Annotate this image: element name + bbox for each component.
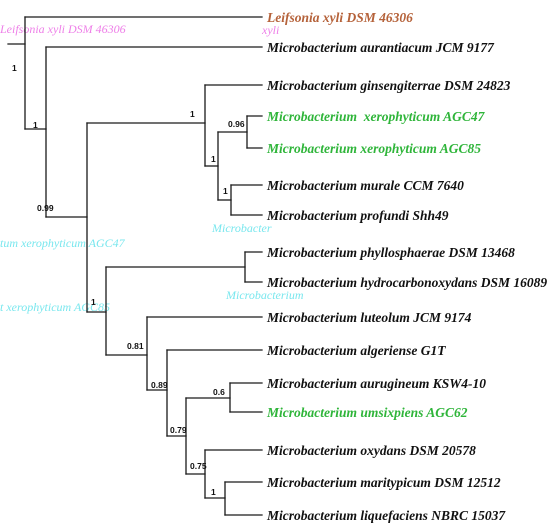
bootstrap-support-value: 1	[33, 120, 38, 130]
ghost-label: Microbacterium	[225, 288, 304, 302]
bootstrap-support-value: 0.99	[37, 203, 54, 213]
bootstrap-support-value: 1	[190, 109, 195, 119]
ghost-label: Microbacter	[211, 221, 272, 235]
bootstrap-support-value: 0.81	[127, 341, 144, 351]
ghost-label: tum xerophyticum AGC47	[0, 236, 126, 250]
highlighted-taxon-label: Microbacterium xerophyticum AGC47	[266, 109, 486, 124]
taxon-label: Microbacterium maritypicum DSM 12512	[266, 475, 501, 490]
taxon-label: Microbacterium phyllosphaerae DSM 13468	[266, 245, 515, 260]
highlighted-taxon-label: Microbacterium umsixpiens AGC62	[266, 405, 468, 420]
taxon-label: Microbacterium liquefaciens NBRC 15037	[266, 508, 506, 523]
bootstrap-support-value: 0.96	[228, 119, 245, 129]
ghost-label: Leifsonia xyli DSM 46306	[0, 22, 126, 36]
outgroup-taxon-label: Leifsonia xyli DSM 46306	[266, 10, 413, 25]
taxon-label: Microbacterium algeriense G1T	[266, 343, 446, 358]
taxon-label: Microbacterium aurugineum KSW4-10	[266, 376, 486, 391]
bootstrap-support-value: 0.89	[151, 380, 168, 390]
highlighted-taxon-label: Microbacterium xerophyticum AGC85	[266, 141, 481, 156]
taxon-label: Microbacterium hydrocarbonoxydans DSM 16…	[266, 275, 547, 290]
taxon-label: Microbacterium murale CCM 7640	[266, 178, 464, 193]
ghost-label: xyli	[261, 23, 279, 37]
bootstrap-support-value: 0.79	[170, 425, 187, 435]
bootstrap-support-value: 0.6	[213, 387, 225, 397]
branch-layer	[7, 16, 263, 516]
bootstrap-support-value: 1	[211, 154, 216, 164]
ghost-text-layer: Leifsonia xyli DSM 46306 xyli tum xerophyt…	[0, 22, 304, 314]
taxon-label: Microbacterium oxydans DSM 20578	[266, 443, 476, 458]
bootstrap-support-value: 1	[12, 63, 17, 73]
bootstrap-support-value: 1	[223, 186, 228, 196]
taxon-label: Microbacterium luteolum JCM 9174	[266, 310, 472, 325]
taxon-label: Microbacterium profundi Shh49	[266, 208, 449, 223]
bootstrap-support-value: 1	[211, 487, 216, 497]
taxon-label: Microbacterium ginsengiterrae DSM 24823	[266, 78, 511, 93]
support-value-layer: 1 1 0.99 1 0.96 1 1 1 0.81 0.89 0.6 0.79 0.75 1	[12, 63, 245, 497]
bootstrap-support-value: 0.75	[190, 461, 207, 471]
ghost-label: t xerophyticum AGC85	[0, 300, 110, 314]
taxon-label: Microbacterium aurantiacum JCM 9177	[266, 40, 495, 55]
bootstrap-support-value: 1	[91, 297, 96, 307]
